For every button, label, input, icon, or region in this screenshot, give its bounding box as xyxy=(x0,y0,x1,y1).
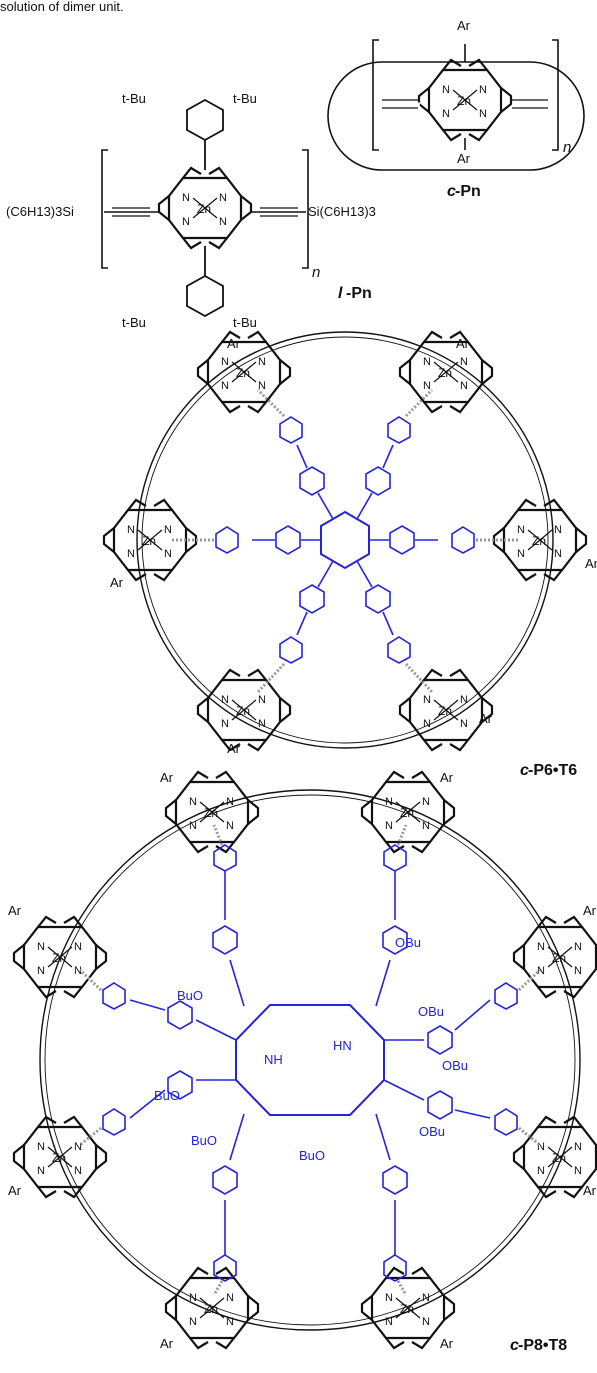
cyclic-label-prefix: c xyxy=(447,183,456,200)
p8t8-ar-3: Ar xyxy=(8,903,22,918)
cyclic-porphyrin-structure xyxy=(327,39,585,171)
silyl-right-label: Si(C6H13)3 xyxy=(308,204,376,219)
p8t8-label-prefix: c xyxy=(510,1337,519,1354)
linear-porphyrin-structure xyxy=(101,98,309,318)
p6t6-ar-5: Ar xyxy=(227,741,241,756)
p8t8-obu-1: OBu xyxy=(395,935,421,950)
p8t8-ar-8: Ar xyxy=(440,1336,454,1351)
p8t8-label-main: -P8•T8 xyxy=(518,1337,567,1354)
p6t6-label-prefix: c xyxy=(520,762,529,779)
p8t8-buo-1: BuO xyxy=(177,988,203,1003)
p8t8-ar-5: Ar xyxy=(8,1183,22,1198)
tbu-label-bottom-right: t-Bu xyxy=(233,315,257,330)
p8t8-nanoring-structure xyxy=(12,770,597,1350)
p6t6-ar-3: Ar xyxy=(110,575,124,590)
p8t8-ar-7: Ar xyxy=(160,1336,174,1351)
linear-label-prefix: l xyxy=(338,285,343,302)
tbu-label-top-left: t-Bu xyxy=(122,91,146,106)
p8t8-buo-4: BuO xyxy=(299,1148,325,1163)
p6t6-ar-1: Ar xyxy=(227,336,241,351)
p8t8-ar-2: Ar xyxy=(440,770,454,785)
p6t6-nanoring-structure xyxy=(102,330,588,752)
linear-repeat-n: n xyxy=(312,264,320,281)
linear-label-main: -Pn xyxy=(346,285,372,302)
p8t8-ar-1: Ar xyxy=(160,770,174,785)
p8t8-buo-2: BuO xyxy=(154,1088,180,1103)
header-fragment: solution of dimer unit. xyxy=(0,0,124,14)
p8t8-buo-3: BuO xyxy=(191,1133,217,1148)
p6t6-ar-4: Ar xyxy=(585,556,597,571)
p6t6-ar-6: Ar xyxy=(479,711,493,726)
tbu-label-top-right: t-Bu xyxy=(233,91,257,106)
p8t8-obu-3: OBu xyxy=(442,1058,468,1073)
cyclic-label-main: -Pn xyxy=(455,183,481,200)
p8t8-obu-2: OBu xyxy=(418,1004,444,1019)
p8t8-hn-label: HN xyxy=(333,1038,352,1053)
p8t8-obu-4: OBu xyxy=(419,1124,445,1139)
silyl-left-label: (C6H13)3Si xyxy=(6,204,74,219)
p8t8-ar-6: Ar xyxy=(583,1183,597,1198)
p6t6-ar-2: Ar xyxy=(456,336,470,351)
cyclic-repeat-n: n xyxy=(563,139,571,156)
p8t8-ar-4: Ar xyxy=(583,903,597,918)
tbu-label-bottom-left: t-Bu xyxy=(122,315,146,330)
p6t6-label-main: -P6•T6 xyxy=(528,762,577,779)
cyclic-ar-bottom: Ar xyxy=(457,151,471,166)
p8t8-nh-label: NH xyxy=(264,1052,283,1067)
cyclic-ar-top: Ar xyxy=(457,18,471,33)
